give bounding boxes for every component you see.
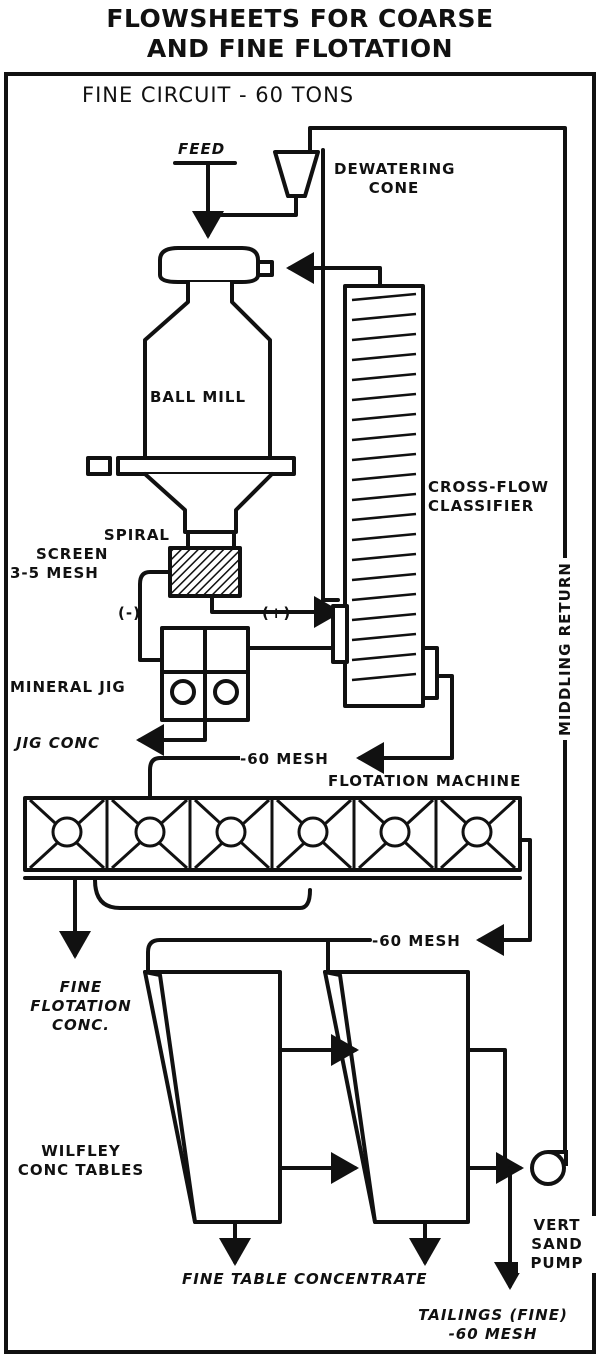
middling-return-label: MIDDLING RETURN — [556, 558, 575, 740]
spiral-screen-label: SPIRAL SCREEN 3-5 MESH — [10, 526, 170, 582]
classifier-overflow-pipe — [321, 148, 340, 602]
wilfley-table-1 — [143, 970, 282, 1224]
jig-conc-label: JIG CONC — [16, 734, 101, 752]
flotation-cell-6-icon — [439, 798, 517, 870]
wilfley-tables-label: WILFLEY CONC TABLES — [17, 1142, 145, 1179]
title-line-2: AND FINE FLOTATION — [146, 34, 454, 63]
title-line-1: FLOWSHEETS FOR COARSE — [106, 4, 494, 33]
flotation-recycle — [93, 878, 312, 910]
flotation-cell-2-icon — [110, 798, 192, 870]
tailings-label: TAILINGS (FINE) -60 MESH — [418, 1306, 568, 1343]
middling-return-top — [308, 126, 567, 562]
feed-label: FEED — [178, 140, 226, 158]
classifier-inlet — [331, 604, 349, 664]
ball-mill-neck — [143, 280, 272, 460]
fine-table-concentrate-label: FINE TABLE CONCENTRATE — [182, 1270, 428, 1288]
flotation-cell-5-icon — [357, 798, 438, 870]
ball-mill-label: BALL MILL — [150, 388, 247, 406]
wilfley-table-2 — [323, 970, 470, 1224]
mesh-to-tables — [146, 938, 372, 974]
ball-mill-top — [158, 246, 260, 284]
outer-frame — [4, 72, 596, 1354]
mineral-jig-label: MINERAL JIG — [10, 678, 126, 696]
dewatering-cone — [273, 150, 320, 198]
classifier-to-flotation — [356, 674, 454, 774]
spiral-screen — [168, 546, 242, 598]
page-title: FLOWSHEETS FOR COARSE AND FINE FLOTATION — [0, 4, 600, 64]
feed-to-flotation — [148, 756, 242, 802]
classifier-outlet — [421, 646, 439, 700]
flotation-cell-4-icon — [275, 798, 356, 870]
flotation-cell-3-icon — [193, 798, 274, 870]
mesh-60-a-label: -60 MESH — [240, 750, 329, 769]
cone-to-mill-pipe — [206, 194, 298, 217]
vert-sand-pump-label: VERT SAND PUMP — [518, 1216, 596, 1273]
ball-mill-nozzle — [256, 260, 274, 277]
circuit-label: FINE CIRCUIT - 60 TONS — [82, 83, 355, 107]
mesh-60-b-label: -60 MESH — [372, 932, 461, 951]
cross-flow-classifier-label: CROSS-FLOW CLASSIFIER — [428, 478, 550, 515]
plus-label: (+) — [262, 604, 292, 622]
flotation-cells — [28, 798, 517, 870]
screen-oversize-pipe — [210, 594, 342, 628]
dewatering-cone-label: DEWATERING CONE — [334, 160, 456, 197]
ball-mill-outlet — [186, 530, 236, 550]
ball-mill-discharge — [143, 472, 274, 534]
fine-flotation-conc-label: FINE FLOTATION CONC. — [30, 978, 132, 1034]
minus-label: (-) — [118, 604, 141, 622]
ball-mill-stub — [86, 456, 112, 476]
screen-undersize-pipe — [138, 570, 172, 662]
flotation-cell-1-icon — [28, 798, 109, 870]
jig-conc-pipe — [136, 718, 207, 756]
ball-mill-flange — [116, 456, 296, 476]
mill-feed-return — [286, 252, 382, 287]
flotation-tailings — [476, 838, 532, 956]
pump-icon — [530, 1150, 568, 1186]
classifier-rakes — [351, 292, 417, 682]
flotation-machine-label: FLOTATION MACHINE — [328, 772, 522, 790]
